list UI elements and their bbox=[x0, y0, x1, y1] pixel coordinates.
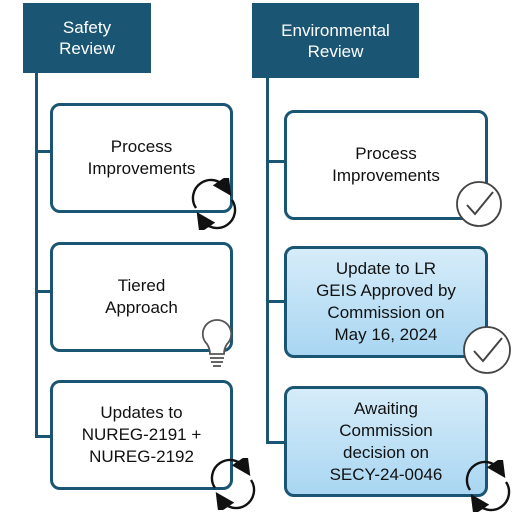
environmental-process-improvements-label: Process Improvements bbox=[332, 144, 440, 185]
safety-nureg-updates-label: Updates to NUREG-2191 + NUREG-2192 bbox=[81, 403, 202, 466]
safety-connector-line bbox=[35, 73, 38, 438]
checkmark-circle-icon bbox=[460, 323, 514, 377]
environmental-review-header-text: Environmental Review bbox=[281, 20, 390, 61]
environmental-secy-decision-box: Awaiting Commission decision on SECY-24-… bbox=[284, 386, 488, 497]
lightbulb-icon bbox=[198, 316, 236, 376]
safety-nureg-updates-box: Updates to NUREG-2191 + NUREG-2192 bbox=[50, 380, 233, 490]
safety-branch-3 bbox=[35, 435, 52, 438]
cycle-arrows-icon bbox=[205, 458, 261, 510]
safety-process-improvements-label: Process Improvements bbox=[87, 137, 196, 178]
environmental-process-improvements-box: Process Improvements bbox=[284, 110, 488, 220]
safety-review-header-text: Safety Review bbox=[59, 18, 115, 58]
safety-review-header: Safety Review bbox=[23, 3, 151, 73]
safety-process-improvements-box: Process Improvements bbox=[50, 103, 233, 213]
environmental-review-header: Environmental Review bbox=[252, 3, 419, 78]
safety-tiered-approach-label: Tiered Approach bbox=[105, 276, 178, 317]
environmental-geis-update-box: Update to LR GEIS Approved by Commission… bbox=[284, 246, 488, 358]
cycle-arrows-icon bbox=[460, 460, 516, 512]
environmental-secy-decision-label: Awaiting Commission decision on SECY-24-… bbox=[329, 398, 443, 484]
safety-branch-1 bbox=[35, 150, 52, 153]
cycle-arrows-icon bbox=[186, 178, 242, 230]
environmental-branch-3 bbox=[266, 441, 286, 444]
environmental-connector-line bbox=[266, 78, 269, 444]
environmental-geis-update-label: Update to LR GEIS Approved by Commission… bbox=[316, 259, 456, 344]
safety-branch-2 bbox=[35, 290, 52, 293]
environmental-branch-1 bbox=[266, 160, 286, 163]
environmental-branch-2 bbox=[266, 300, 286, 303]
checkmark-circle-icon bbox=[453, 178, 505, 230]
